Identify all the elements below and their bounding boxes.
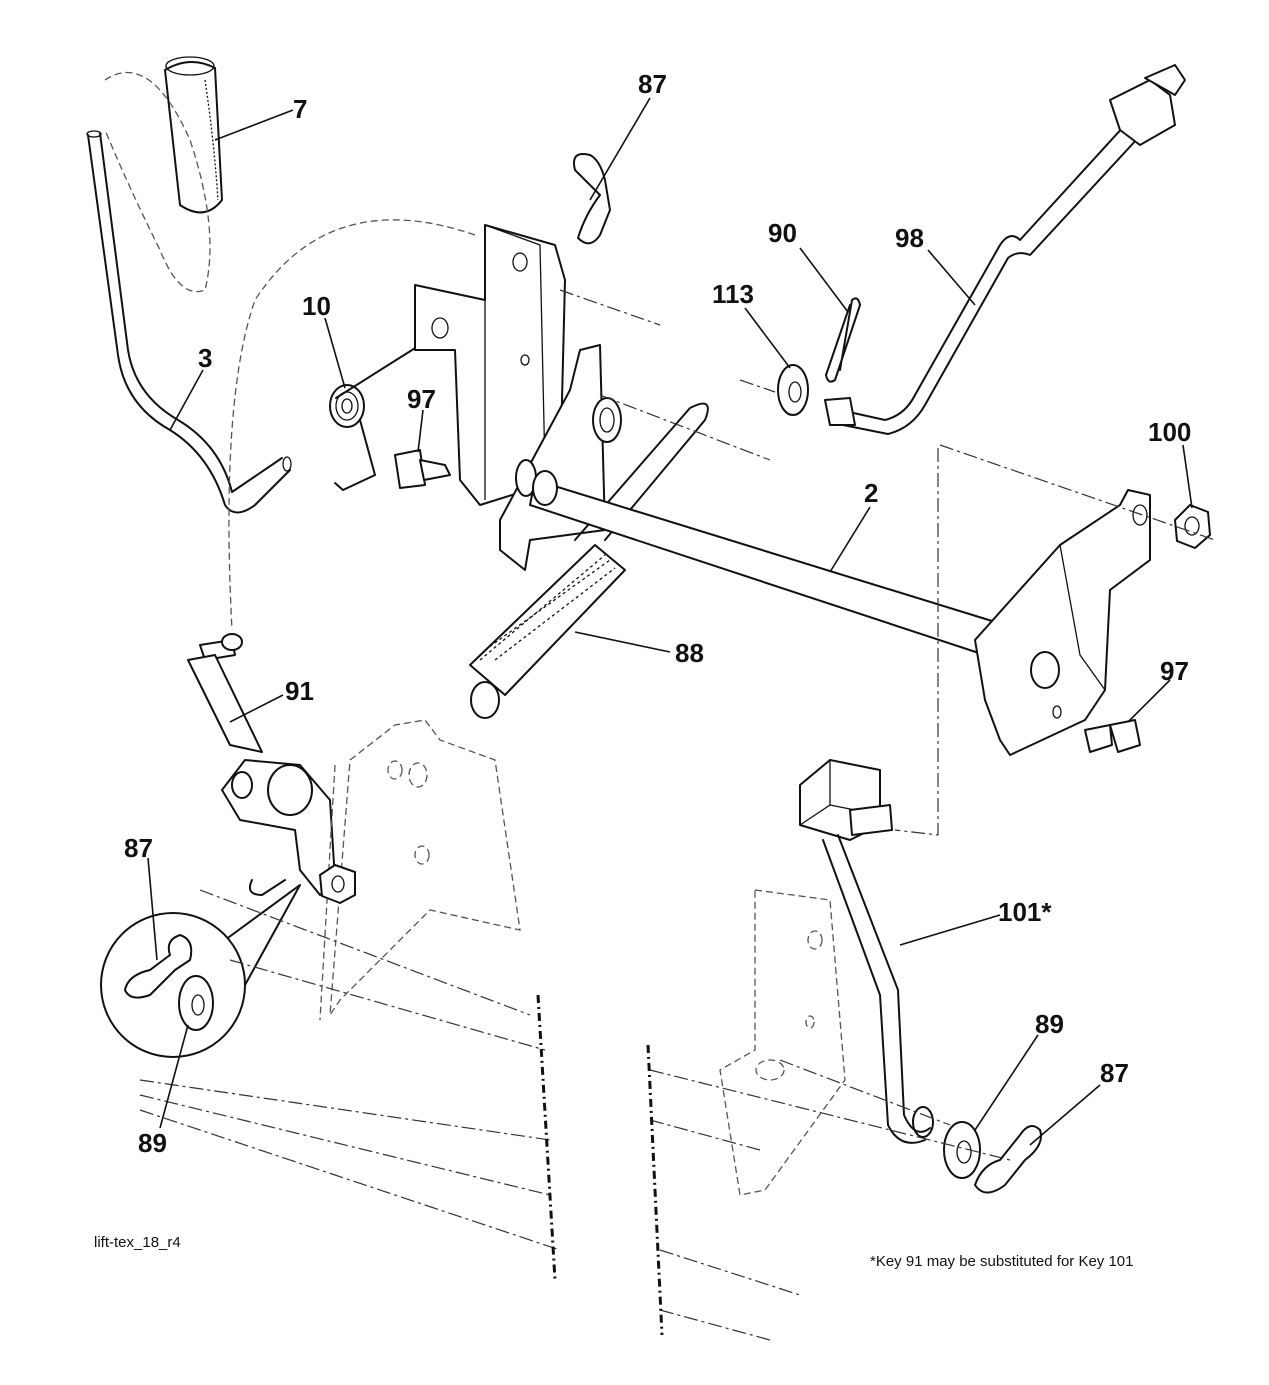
hairpin-clip-87-top bbox=[573, 153, 611, 245]
wire-link bbox=[574, 402, 709, 541]
hairpin-clip-87-right bbox=[974, 1125, 1042, 1194]
callout-10: 10 bbox=[302, 291, 331, 321]
lift-handle-rod bbox=[86, 130, 292, 514]
leader-lines bbox=[147, 97, 1193, 1146]
handle-grip bbox=[164, 56, 223, 214]
flat-washer-113 bbox=[777, 364, 809, 416]
callout-97-upper: 97 bbox=[407, 384, 436, 414]
reference-lines bbox=[139, 289, 1216, 1341]
callout-87-right: 87 bbox=[1100, 1058, 1129, 1088]
callout-101: 101* bbox=[998, 897, 1052, 927]
torsion-spring bbox=[329, 344, 421, 491]
lift-link-rod bbox=[824, 64, 1186, 435]
deck-bracket-right bbox=[719, 889, 846, 1196]
shoulder-bolt-upper bbox=[394, 449, 451, 489]
callout-2: 2 bbox=[864, 478, 878, 508]
shoulder-bolt-lower bbox=[1084, 719, 1141, 753]
callout-3: 3 bbox=[198, 343, 212, 373]
callout-89-left: 89 bbox=[138, 1128, 167, 1158]
washer-89-right bbox=[943, 1121, 981, 1179]
callout-97-lower: 97 bbox=[1160, 656, 1189, 686]
hex-nut bbox=[1174, 504, 1211, 549]
detail-magnifier bbox=[100, 884, 301, 1058]
right-lift-lever bbox=[799, 759, 934, 1144]
callout-89-right: 89 bbox=[1035, 1009, 1064, 1039]
right-lift-arm bbox=[974, 489, 1151, 756]
callout-7: 7 bbox=[293, 94, 307, 124]
extension-spring bbox=[469, 544, 626, 719]
hairpin-clip-90 bbox=[825, 297, 861, 383]
callout-100: 100 bbox=[1148, 417, 1191, 447]
lift-shaft bbox=[529, 470, 1006, 661]
phantom-arc-lever bbox=[228, 219, 476, 631]
callout-88: 88 bbox=[675, 638, 704, 668]
lever-nut bbox=[249, 864, 356, 904]
callout-113: 113 bbox=[712, 279, 754, 309]
callout-87-left: 87 bbox=[124, 833, 153, 863]
phantom-arc-handle bbox=[104, 71, 211, 293]
drawing-id: lift-tex_18_r4 bbox=[94, 1234, 181, 1251]
lower-lift-lever bbox=[187, 633, 336, 896]
footnote: *Key 91 may be substituted for Key 101 bbox=[870, 1253, 1134, 1270]
callout-98: 98 bbox=[895, 223, 924, 253]
callout-90: 90 bbox=[768, 218, 797, 248]
callout-91: 91 bbox=[285, 676, 314, 706]
callout-87-top: 87 bbox=[638, 69, 667, 99]
